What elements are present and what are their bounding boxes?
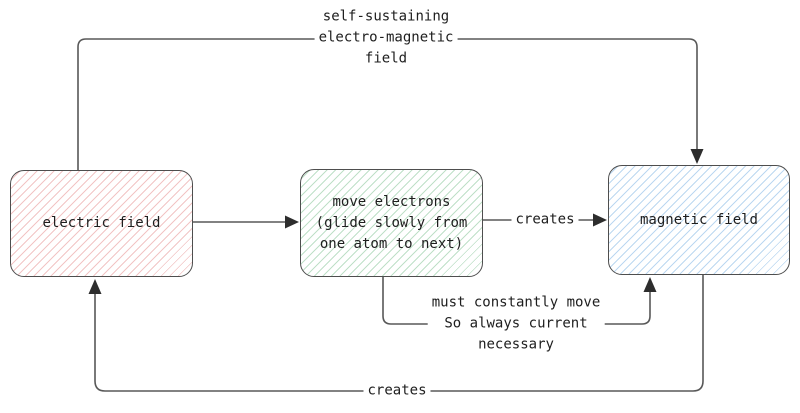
- edge-label-creates-bottom: creates: [363, 380, 431, 402]
- arrowhead-up-into-magnetic-bottom: [643, 277, 657, 292]
- edge-label-must-constantly-move: must constantly move So always current n…: [427, 292, 605, 356]
- edge-label-creates-mid: creates: [511, 209, 579, 231]
- edge-creates-bottom-line: [94, 275, 704, 392]
- node-magnetic-field: magnetic field: [608, 165, 790, 275]
- edge-label-self-sustaining: self-sustaining electro-magnetic field: [314, 6, 458, 70]
- node-magnetic-field-label: magnetic field: [639, 211, 758, 228]
- arrowhead-right-into-magnetic-left: [593, 213, 607, 227]
- arrowhead-up-into-electric-bottom: [88, 279, 102, 294]
- node-move-electrons-label: move electrons (glide slowly from one at…: [315, 193, 468, 252]
- arrowhead-down-into-magnetic-top: [690, 149, 704, 164]
- node-electric-field: electric field: [10, 170, 193, 277]
- node-move-electrons: move electrons (glide slowly from one at…: [300, 169, 483, 277]
- arrowhead-right-into-electrons-left: [285, 215, 299, 229]
- node-electric-field-label: electric field: [42, 215, 161, 231]
